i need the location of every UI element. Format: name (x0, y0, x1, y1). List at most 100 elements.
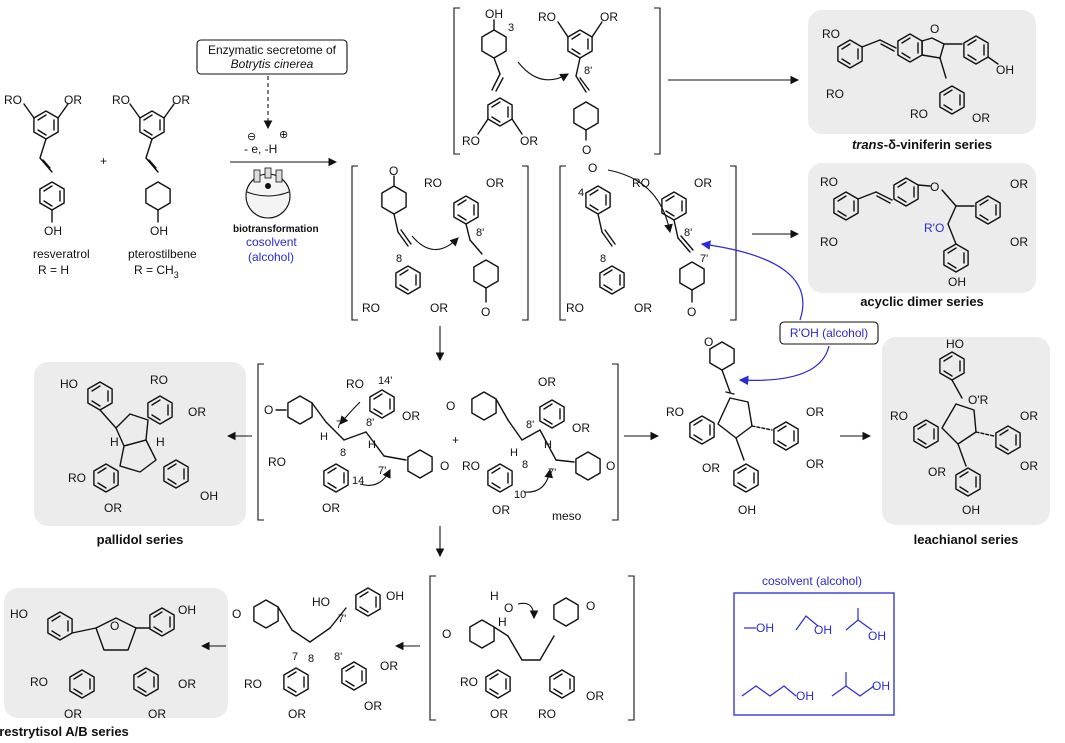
ro-label: RO (244, 677, 262, 691)
methanol-structure: OH (744, 621, 774, 635)
reactor-icon (245, 167, 291, 219)
ro-label: RO (910, 107, 928, 121)
oh-label: OH (44, 224, 62, 238)
ro-label: RO (268, 455, 286, 469)
or-label: OR (972, 111, 990, 125)
ro-label: RO (460, 675, 478, 689)
cosolvent-label: cosolvent (246, 235, 297, 249)
or-label: OR (492, 503, 510, 517)
oh-label: OH (868, 629, 886, 643)
o-label: O (504, 601, 513, 615)
o-label: O (389, 164, 398, 178)
h-label: H (320, 431, 328, 443)
viniferin-caption: trans-δ-viniferin series (852, 137, 992, 152)
ho-label: HO (10, 607, 28, 621)
oh-label: OH (962, 503, 980, 517)
quinone-methide-dimers: O 7 H 8 8' H RO OR 14' O RO OR 14 7' + O… (257, 363, 619, 523)
ro-label: RO (362, 301, 380, 315)
or-label: OR (104, 501, 122, 515)
resveratrol-name: resveratrol (33, 247, 90, 261)
pallidol-caption: pallidol series (97, 532, 184, 547)
oh-label: OH (150, 224, 168, 238)
ro-label: RO (566, 301, 584, 315)
or-label: OR (402, 409, 420, 423)
hydrated-intermediate: O 7 8 8' HO 7' OH RO OR OR OR (232, 587, 404, 721)
ro-label: RO (666, 405, 684, 419)
ro-label: RO (538, 10, 556, 24)
h-label: H (498, 615, 507, 629)
radical-intermediate-top: OH 3 RO OR RO OR 8' O (453, 7, 661, 157)
or-label: OR (64, 93, 82, 107)
oh-label: OH (386, 589, 404, 603)
enzyme-box (196, 39, 348, 75)
pterostilbene-name: pterostilbene (128, 247, 197, 261)
indane-intermediate: O RO OR OR OR OH (666, 335, 824, 517)
o-label: O (232, 607, 241, 621)
or-label: OR (928, 465, 946, 479)
h-label: H (368, 439, 376, 451)
position-8p: 8' (584, 65, 592, 77)
pallidol-panel (34, 362, 246, 526)
position-8p: 8' (334, 651, 342, 663)
oh-label: OH (756, 621, 774, 635)
oh-label: OH (200, 489, 218, 503)
viniferin-structure: RO RO O OH RO OR (822, 22, 1014, 125)
alcohol-box (779, 321, 879, 345)
or-label: OR (538, 375, 556, 389)
h-label: H (510, 447, 518, 459)
o-label: O (481, 305, 490, 319)
ho-label: HO (60, 377, 78, 391)
position-8p: 8' (684, 227, 692, 239)
position-8p: 8' (476, 227, 484, 239)
or-label: OR (806, 457, 824, 471)
resveratrol-r: R = H (38, 263, 69, 277)
or-label: OR (486, 176, 504, 190)
ro-label: RO (462, 134, 480, 148)
resveratrol-structure: RO OR OH (4, 93, 82, 238)
oh-label: OH (948, 275, 966, 289)
o-label: O (606, 459, 615, 473)
butanol-structure: OH (741, 685, 814, 703)
biotransformation-label: biotransformation (233, 224, 319, 235)
or-label: OR (380, 659, 398, 673)
or-label: OR (1020, 409, 1038, 423)
o-label: O (442, 627, 451, 641)
h-label: H (156, 435, 165, 449)
pterostilbene-r: R = CH3 (134, 263, 179, 280)
position-8: 8 (308, 653, 314, 665)
or-label: OR (520, 134, 538, 148)
or-label: OR (634, 301, 652, 315)
o-label: O (930, 180, 939, 194)
or-label: OR (178, 677, 196, 691)
plus-sign-2: + (452, 433, 459, 447)
oh-label: OH (814, 623, 832, 637)
viniferin-panel (808, 10, 1036, 134)
alcohol-box-label: R'OH (alcohol) (790, 326, 868, 340)
restrytisol-caption: restrytisol A/B series (0, 724, 129, 739)
plus-charge: ⊕ (279, 129, 288, 141)
oh-label: OH (485, 7, 503, 21)
ethanol-structure: OH (795, 615, 832, 637)
oh-label: OH (738, 503, 756, 517)
or-label: OR (148, 707, 166, 721)
position-8: 8 (396, 253, 402, 265)
position-8: 8 (340, 447, 346, 459)
isobutanol-structure: OH (831, 672, 890, 697)
position-7p: 7' (700, 253, 708, 265)
acyclic-caption: acyclic dimer series (860, 294, 984, 309)
o-label: O (687, 305, 696, 319)
restrytisol-structure: HO O OH RO OR OR OR (10, 603, 196, 721)
ro-label: RO (890, 409, 908, 423)
position-14p: 14' (378, 375, 392, 387)
ro-label: RO (30, 675, 48, 689)
o-label: O (264, 403, 273, 417)
ro-label: RO (820, 175, 838, 189)
or-label: OR (586, 689, 604, 703)
or-label: OR (1020, 459, 1038, 473)
ro-label: RO (346, 377, 364, 391)
acyclic-structure: RO RO O OR OR R'O OH (820, 175, 1028, 289)
ro-label: RO (538, 707, 556, 721)
or-label: OR (694, 176, 712, 190)
or-label: OR (288, 707, 306, 721)
